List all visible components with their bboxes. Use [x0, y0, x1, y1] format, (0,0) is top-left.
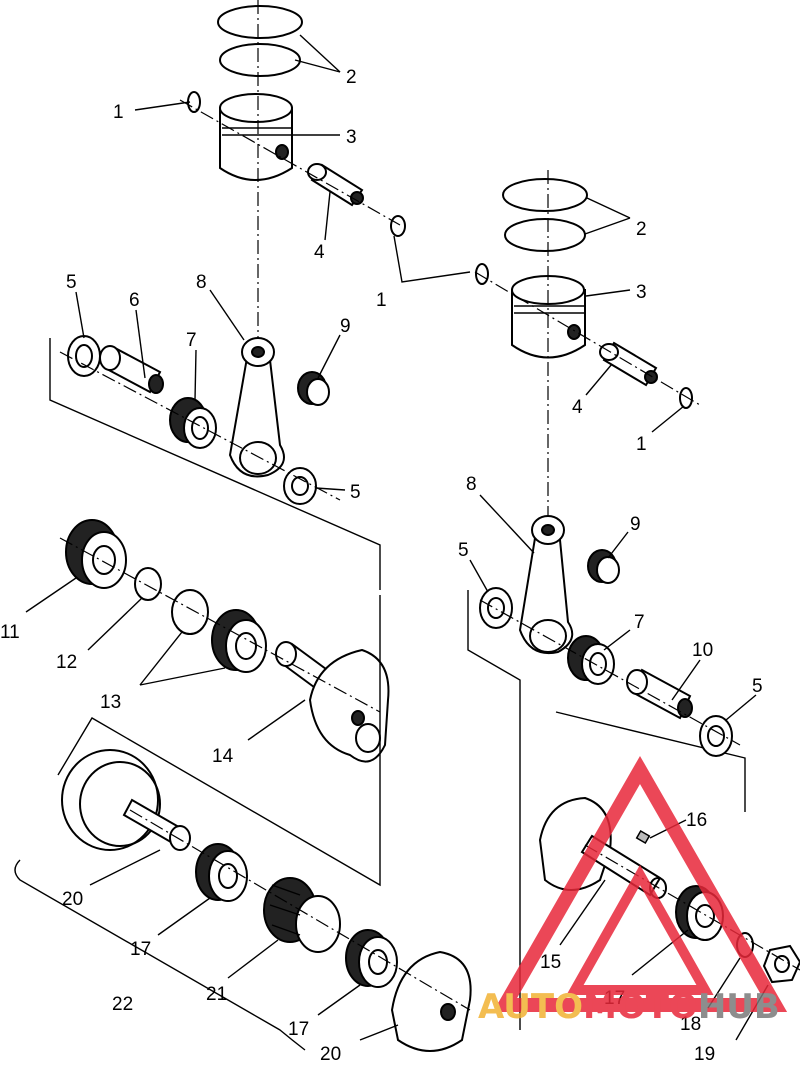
callout-8: 8 [466, 474, 477, 495]
snap-ring-12 [134, 567, 162, 601]
washer-right-5d [699, 715, 733, 757]
connecting-rod-left [228, 337, 285, 478]
callout-4: 4 [314, 242, 325, 263]
circlip-right-top [475, 263, 489, 285]
piston-pin-right [599, 341, 658, 387]
circlip-left-mid [390, 215, 406, 237]
piston-pin-left [307, 163, 364, 207]
nut-19 [762, 944, 800, 984]
callout-21: 21 [206, 984, 227, 1005]
callout-6: 6 [129, 290, 140, 311]
circlip-right-low [679, 387, 693, 409]
retaining-ring-13 [171, 589, 209, 635]
crank-bearing-17b [345, 929, 398, 988]
callout-1: 1 [636, 434, 647, 455]
callout-15: 15 [540, 952, 561, 973]
callout-9: 9 [630, 514, 641, 535]
callout-13: 13 [100, 692, 121, 713]
washer-right-5c [479, 587, 513, 629]
callout-11: 11 [0, 622, 20, 643]
needle-bearing-small-9a [297, 371, 330, 406]
callout-5: 5 [350, 482, 361, 503]
callout-2: 2 [636, 219, 647, 240]
callout-8: 8 [196, 272, 207, 293]
callout-5: 5 [66, 272, 77, 293]
piston-left [219, 93, 293, 181]
watermark-triangle-logo [492, 755, 788, 1012]
callout-7: 7 [634, 612, 645, 633]
callout-4: 4 [572, 397, 583, 418]
piston-rings-left [217, 5, 303, 77]
woodruff-key-16 [635, 830, 651, 844]
needle-bearing-small-9b [587, 549, 620, 584]
crank-bearing-17c [675, 885, 724, 941]
callout-17: 17 [130, 939, 151, 960]
callout-20: 20 [62, 889, 83, 910]
callout-19: 19 [694, 1044, 715, 1065]
crank-bearing-13 [211, 609, 267, 673]
labyrinth-seal-21 [263, 877, 341, 953]
callout-3: 3 [346, 127, 357, 148]
callout-22: 22 [112, 994, 133, 1015]
callout-12: 12 [56, 652, 77, 673]
callout-16: 16 [686, 810, 707, 831]
callout-14: 14 [212, 746, 234, 767]
leader-lines [25, 34, 769, 1041]
needle-bearing-right-7 [567, 635, 615, 685]
callout-labels: 1 2 3 4 5 6 7 8 9 5 1 2 3 4 1 8 9 5 7 10… [0, 67, 763, 1065]
bearing-sleeve-10 [626, 668, 693, 720]
crank-web-20 [390, 950, 472, 1052]
washer-left-5b [283, 467, 317, 505]
callout-20: 20 [320, 1044, 341, 1065]
outer-bearing-11 [65, 519, 127, 589]
callout-1: 1 [113, 102, 124, 123]
bearing-sleeve-6 [99, 345, 164, 394]
svg-text:AUTOMOTOHUB: AUTOMOTOHUB [478, 987, 780, 1027]
callout-1: 1 [376, 290, 387, 311]
washer-left-5a [67, 335, 101, 377]
watermark-hub: HUB [698, 987, 780, 1027]
callout-2: 2 [346, 67, 357, 88]
callout-17: 17 [288, 1019, 309, 1040]
crank-bearing-17a [195, 843, 248, 902]
watermark-moto: MOTO [583, 987, 698, 1027]
callout-5: 5 [458, 540, 469, 561]
callout-5: 5 [752, 676, 763, 697]
needle-bearing-left-7 [169, 397, 217, 449]
callout-18: 18 [680, 1014, 701, 1035]
callout-10: 10 [692, 640, 713, 661]
callout-3: 3 [636, 282, 647, 303]
connecting-rod-right [518, 515, 574, 654]
crankshaft-half-14 [275, 641, 390, 763]
callout-9: 9 [340, 316, 351, 337]
piston-rings-right [502, 178, 588, 252]
crank-flywheel-20 [61, 749, 191, 851]
callout-7: 7 [186, 330, 197, 351]
automotohub-watermark: AUTOMOTOHUB [478, 755, 788, 1027]
watermark-auto: AUTO [478, 987, 583, 1027]
